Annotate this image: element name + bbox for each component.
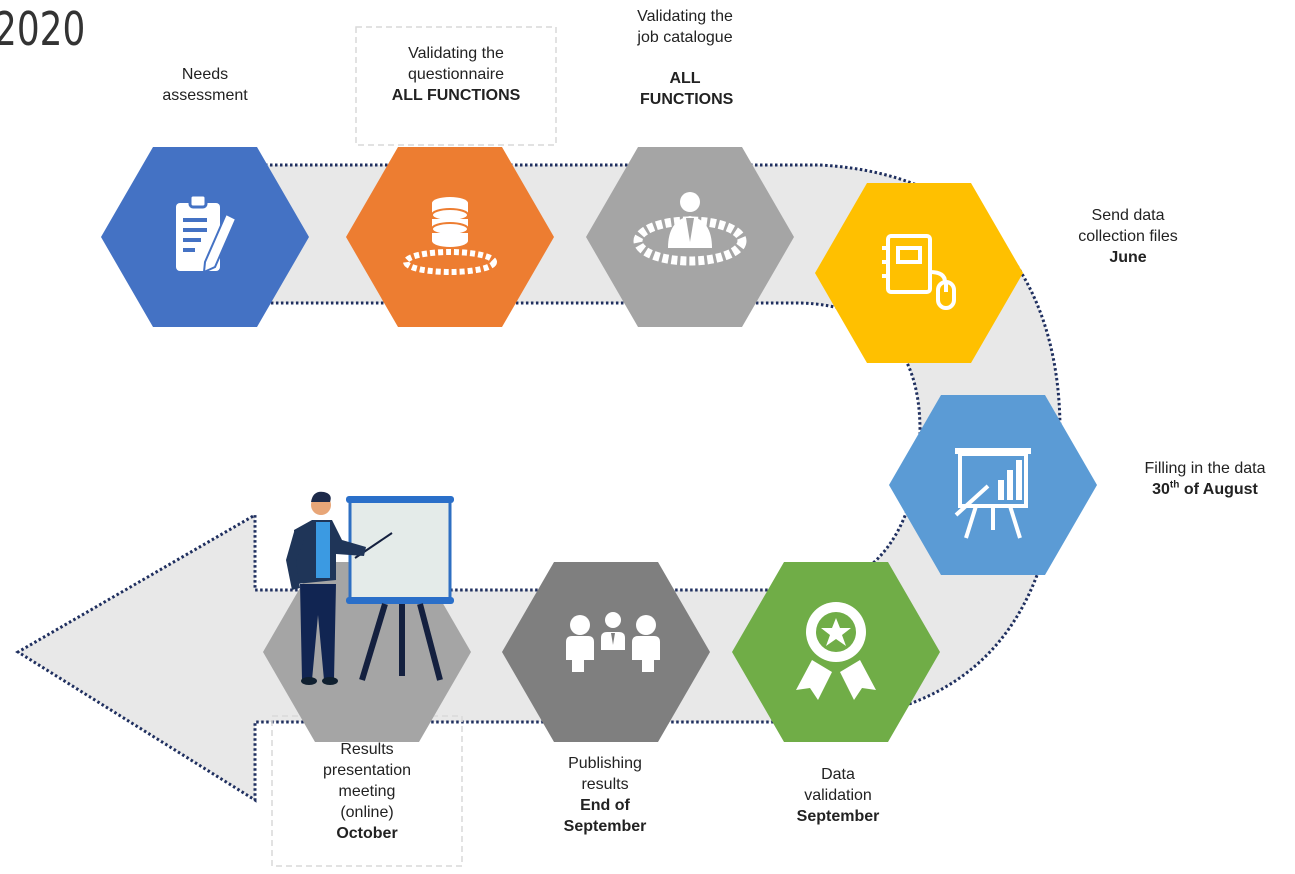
catalogue-label: Validating the job catalogue ALL FUNCTIO… xyxy=(637,8,734,108)
clipboard-icon xyxy=(176,193,238,274)
database-icon xyxy=(403,197,497,275)
questionnaire-label: Validating the questionnaire ALL FUNCTIO… xyxy=(391,45,521,104)
questionnaire-label-box xyxy=(355,26,557,146)
publishing-label: Publishing results End of September xyxy=(563,755,647,835)
filling-label: Filling in the data 30th of August xyxy=(1144,460,1266,498)
notebook-mouse-icon xyxy=(882,234,956,310)
presenter-illustration-icon xyxy=(286,491,454,685)
send-hexagon xyxy=(815,183,1023,363)
award-ribbon-icon xyxy=(796,602,876,700)
presentation-chart-icon xyxy=(954,448,1031,539)
results-label: Results presentation meeting (online) Oc… xyxy=(322,741,412,842)
page-title: 2020 xyxy=(0,2,86,56)
filling-hexagon xyxy=(889,395,1097,575)
person-network-icon xyxy=(633,192,747,266)
validation-label: Data validation September xyxy=(796,766,880,825)
meeting-people-icon xyxy=(566,612,660,672)
send-label: Send data collection files June xyxy=(1078,207,1178,266)
needs-label: Needs assessment xyxy=(162,66,248,104)
publishing-hexagon xyxy=(502,562,710,742)
